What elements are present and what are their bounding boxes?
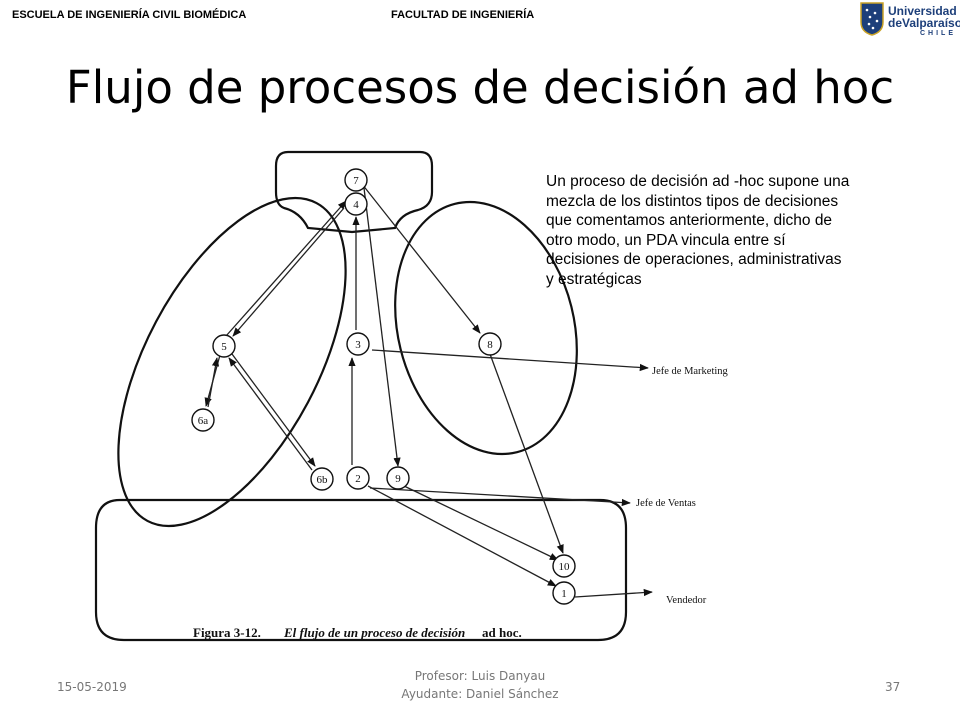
top-region (274, 150, 434, 234)
description-line: otro modo, un PDA vincula entre sí (546, 231, 786, 249)
node-5: 5 (221, 341, 227, 353)
footer-professor: Profesor: Luis Danyau (414, 669, 546, 683)
footer-assistant: Ayudante: Daniel Sánchez (401, 687, 559, 701)
university-logo: Universidad deValparaíso CHILE (858, 0, 960, 42)
description-line: que comentamos anteriormente, dicho de (546, 212, 833, 230)
figure-caption-text: El flujo de un proceso de decisión (283, 625, 465, 640)
description-text: Un proceso de decisión ad -hoc supone un… (546, 172, 886, 290)
description-line: decisiones de operaciones, administrativ… (546, 251, 842, 269)
node-6b: 6b (317, 474, 329, 486)
header-faculty: FACULTAD DE INGENIERÍA (391, 9, 535, 21)
slide-title: Flujo de procesos de decisión ad hoc (65, 61, 895, 114)
node-3: 3 (355, 339, 361, 351)
footer-page-number: 37 (885, 680, 901, 694)
bottom-region (94, 498, 628, 642)
footer-date: 15-05-2019 (57, 680, 127, 694)
left-region (117, 196, 347, 528)
description-line: y estratégicas (546, 270, 642, 288)
university-shield-icon (860, 2, 884, 36)
label-jefe-ventas: Jefe de Ventas (636, 498, 696, 509)
description-line: mezcla de los distintos tipos de decisio… (546, 192, 839, 210)
node-2: 2 (355, 473, 361, 485)
node-8: 8 (487, 339, 493, 351)
right-region (394, 200, 578, 456)
logo-line-1: Universidad (888, 4, 957, 18)
label-vendedor: Vendedor (666, 595, 707, 606)
node-1: 1 (561, 588, 567, 600)
node-6a: 6a (198, 415, 209, 427)
figure-caption-label: Figura 3-12. (193, 625, 261, 640)
node-10: 10 (559, 561, 571, 573)
description-line: Un proceso de decisión ad -hoc supone un… (546, 173, 850, 190)
node-9: 9 (395, 473, 401, 485)
figure-caption-tail: ad hoc. (482, 625, 522, 640)
node-4: 4 (353, 199, 359, 211)
header-school: ESCUELA DE INGENIERÍA CIVIL BIOMÉDICA (12, 9, 247, 21)
logo-line-2: deValparaíso (888, 16, 960, 30)
label-jefe-marketing: Jefe de Marketing (652, 366, 729, 377)
logo-line-3: CHILE (920, 30, 956, 37)
node-7: 7 (353, 175, 359, 187)
